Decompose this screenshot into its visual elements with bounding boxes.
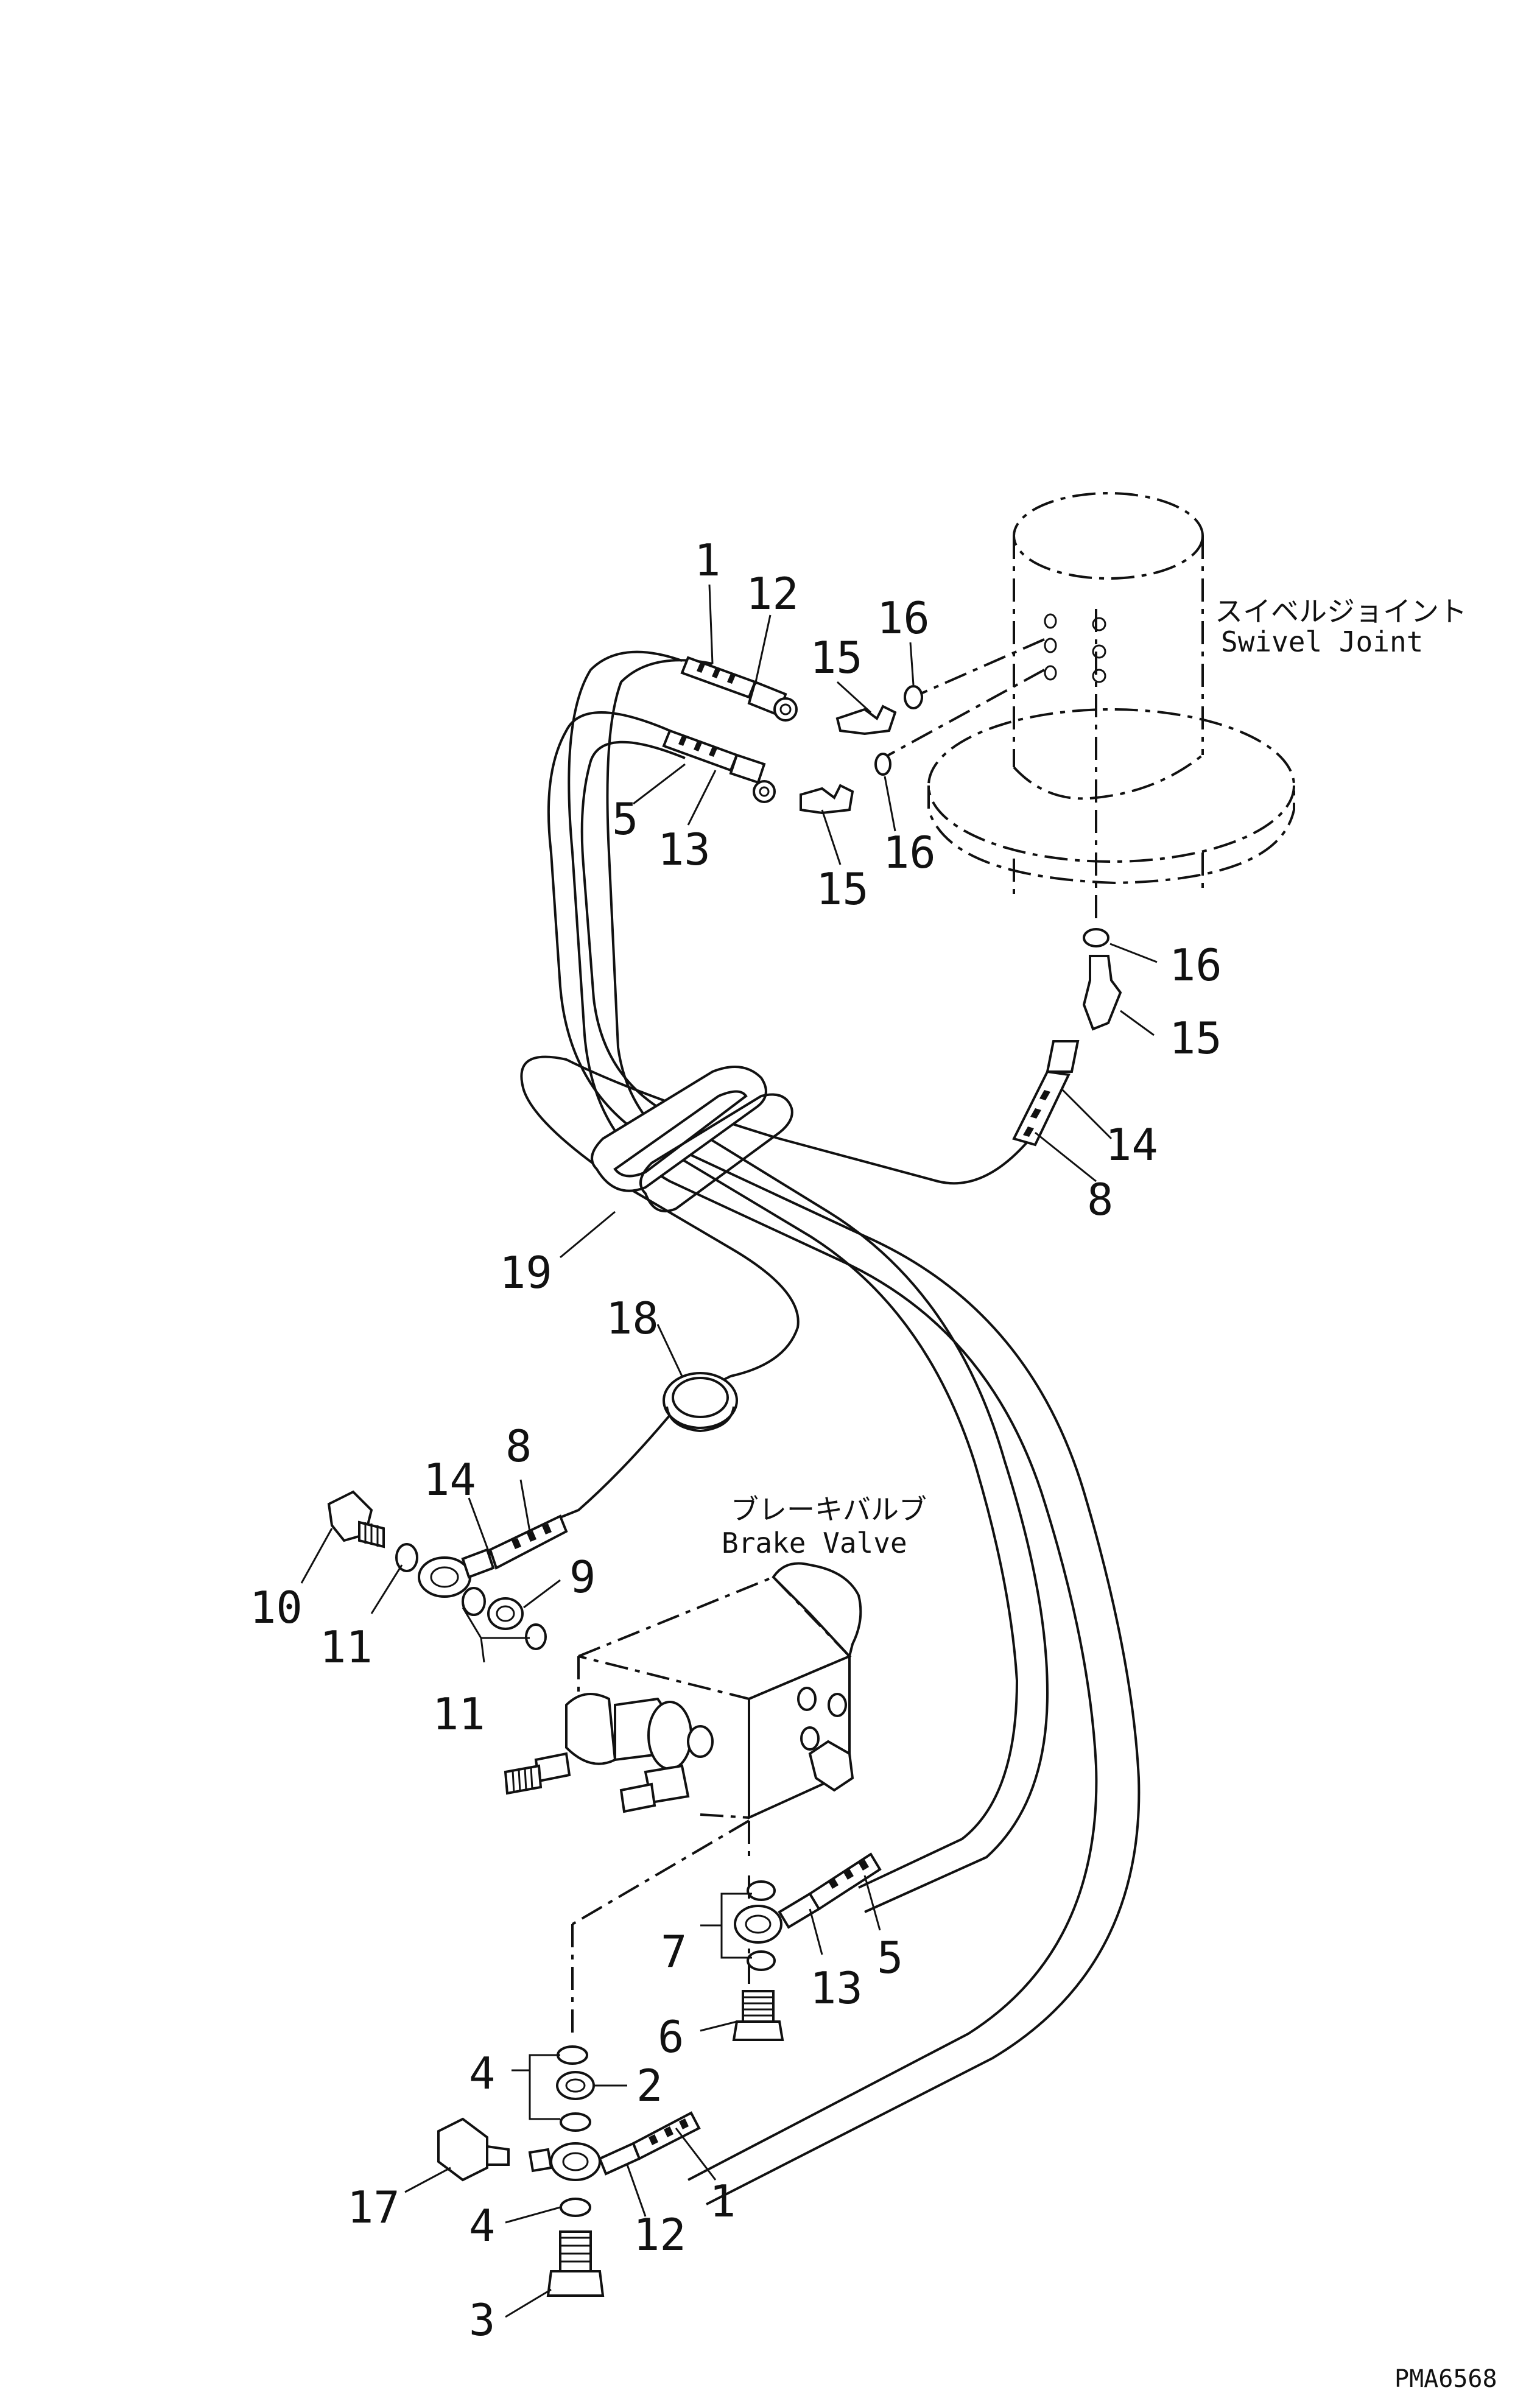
swivel-joint	[882, 492, 1295, 926]
part-num-8-right: 8	[1087, 1174, 1113, 1225]
part-num-11-a: 11	[320, 1622, 373, 1673]
part-num-16-right: 16	[1169, 940, 1222, 991]
o-ring-16-top	[904, 685, 923, 709]
swivel-joint-label-jp: スイベルジョイント	[1215, 595, 1467, 628]
part-num-4-b: 4	[469, 2200, 495, 2251]
part-num-18: 18	[606, 1293, 659, 1344]
part-num-12-bot: 12	[633, 2209, 686, 2260]
part-num-15-top: 15	[810, 632, 863, 683]
part-num-14-left: 14	[423, 1454, 476, 1505]
part-num-16-mid: 16	[883, 827, 936, 878]
part-num-8-left: 8	[505, 1421, 532, 1472]
part-num-12-top: 12	[746, 568, 799, 619]
part-num-6: 6	[658, 2011, 684, 2062]
hose-fittings-top	[662, 656, 1122, 1147]
part-num-13-top: 13	[658, 824, 711, 875]
left-fittings	[327, 1490, 568, 1650]
part-num-16-top: 16	[877, 592, 930, 644]
part-num-5-top: 5	[612, 793, 638, 845]
drawing-reference: PMA6568	[1394, 2365, 1497, 2393]
part-num-3: 3	[469, 2294, 495, 2346]
part-num-14-right: 14	[1105, 1119, 1158, 1170]
part-num-15-right: 15	[1169, 1013, 1222, 1064]
part-num-7: 7	[661, 1926, 687, 1977]
brake-valve-label-jp: ブレーキバルブ	[731, 1493, 927, 1526]
brake-valve	[504, 1562, 862, 1820]
swivel-joint-label-en: Swivel Joint	[1221, 625, 1423, 658]
part-num-17: 17	[347, 2182, 400, 2233]
part-num-10: 10	[250, 1582, 303, 1633]
brake-valve-label-en: Brake Valve	[722, 1527, 907, 1559]
part-num-15-mid: 15	[816, 863, 869, 915]
part-num-19: 19	[499, 1247, 552, 1298]
part-num-1-top: 1	[694, 535, 720, 586]
part-num-13-bot: 13	[810, 1963, 863, 2014]
grommet-18	[663, 1372, 738, 1433]
part-num-1-bot: 1	[709, 2176, 736, 2227]
leader-lines	[300, 584, 1158, 2318]
part-num-2: 2	[636, 2060, 663, 2111]
part-num-5-bot: 5	[877, 1932, 903, 1983]
grommet-19	[591, 1066, 793, 1212]
lower-fittings	[437, 1852, 882, 2297]
part-num-9: 9	[569, 1552, 596, 1603]
hose-routes	[520, 650, 1141, 2205]
part-num-4-a: 4	[469, 2048, 495, 2099]
part-number-labels: 1 12 15 16 5 13 15 16 16 15 14 8 19 18 8…	[250, 535, 1222, 2346]
part-num-11-b: 11	[432, 1689, 485, 1740]
